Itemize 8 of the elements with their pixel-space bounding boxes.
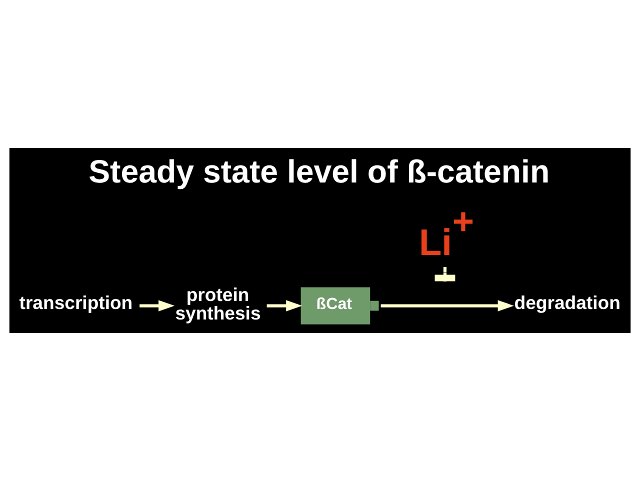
node-text: protein synthesis bbox=[175, 283, 261, 323]
arrow bbox=[266, 300, 302, 311]
arrow bbox=[140, 300, 175, 311]
connector bbox=[443, 266, 447, 281]
arrow bbox=[380, 300, 514, 311]
diagram-title: Steady state level of ß-catenin bbox=[88, 152, 550, 189]
node-text: degradation bbox=[514, 291, 620, 312]
node-text: transcription bbox=[19, 291, 133, 312]
